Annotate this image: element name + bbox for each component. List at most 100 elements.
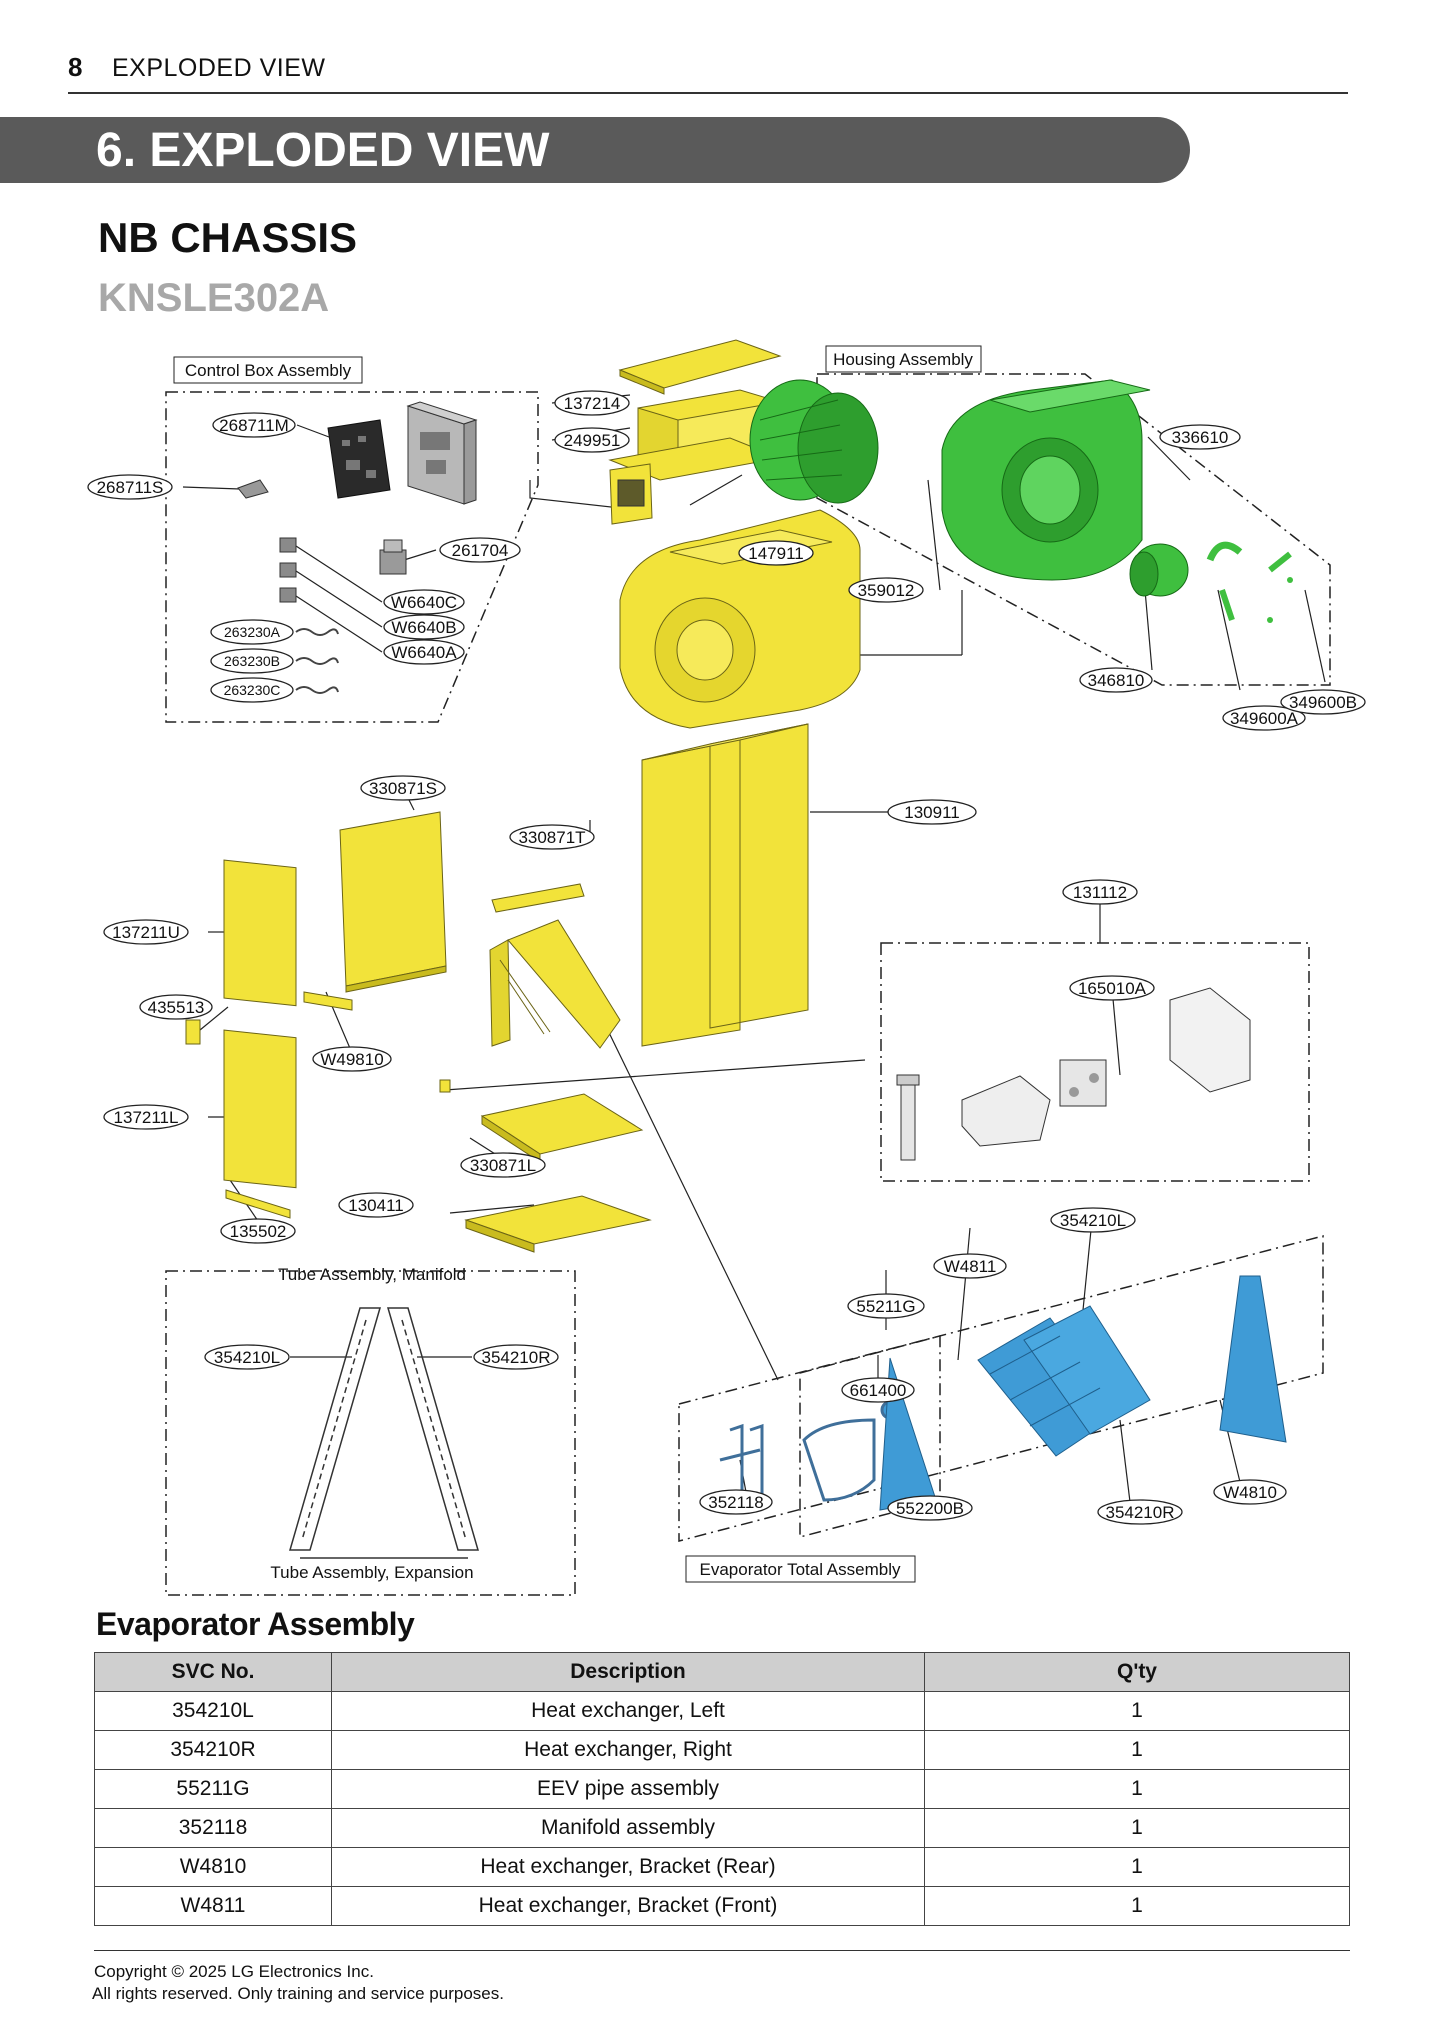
callout-261704: 261704 [439, 537, 521, 563]
callout-label: W49810 [320, 1050, 383, 1069]
bracket-435513 [185, 1019, 201, 1045]
svc-number: 352118 [94, 1808, 332, 1848]
column-header-svc: SVC No. [94, 1652, 332, 1692]
control-box-plate [406, 401, 478, 505]
bracket-rear-W4810 [1219, 1275, 1287, 1443]
copyright-text: Copyright © 2025 LG Electronics Inc. [94, 1962, 374, 1981]
housing-frame [816, 373, 1331, 686]
callout-label: 137214 [564, 394, 621, 413]
drain-pan-130411 [464, 1195, 652, 1253]
callout-552200b: 552200B [887, 1495, 973, 1521]
callout-label: W6640A [391, 643, 457, 662]
callout-label: 130411 [348, 1196, 403, 1215]
footer-rule [94, 1950, 1350, 1951]
quantity: 1 [924, 1847, 1350, 1887]
table-row: 354210L Heat exchanger, Left 1 [94, 1691, 1350, 1731]
motor-mount-349600B [1267, 551, 1293, 623]
box-147911 [608, 389, 782, 481]
callout-354210l_tube: 354210L [204, 1344, 290, 1370]
rail-W49810 [303, 991, 353, 1011]
control-box-label: Control Box Assembly [173, 356, 363, 384]
evaporator-total-frame [678, 1235, 1324, 1542]
motor-346810 [1129, 543, 1189, 597]
callout-label: 165010A [1078, 979, 1147, 998]
callout-label: W4810 [1223, 1483, 1277, 1502]
housing-label: Housing Assembly [825, 345, 982, 373]
callout-label: 268711S [97, 478, 164, 497]
callout-354210l_top: 354210L [1050, 1207, 1136, 1233]
callout-label: W4811 [944, 1257, 997, 1276]
exploded-view-diagram: Control Box Assembly Housing Assembly Tu… [87, 339, 1366, 1596]
callout-w4811: W4811 [933, 1253, 1007, 1279]
callout-label: 354210R [481, 1348, 550, 1367]
callout-label: 130911 [904, 803, 959, 822]
svg-text:Evaporator Total Assembly: Evaporator Total Assembly [700, 1560, 901, 1579]
control-box-frame [165, 391, 539, 723]
callout-label: W6640B [391, 618, 456, 637]
tube-manifold-label: Tube Assembly, Manifold [278, 1265, 466, 1284]
callout-137211l: 137211L [103, 1104, 189, 1130]
description: Heat exchanger, Bracket (Front) [331, 1886, 925, 1926]
quantity: 1 [924, 1769, 1350, 1809]
evaporator-assembly-title: Evaporator Assembly [96, 1606, 415, 1642]
table-header-row: SVC No. Description Q'ty [94, 1652, 1350, 1692]
callout-label: 263230A [224, 624, 281, 640]
transformer-261704 [379, 539, 407, 575]
manifold-352118 [719, 1423, 764, 1496]
callout-268711s: 268711S [87, 474, 173, 500]
terminals-W6640 [279, 537, 297, 603]
eev-sub-frame [799, 1335, 941, 1538]
rail-135502 [225, 1189, 291, 1219]
header-title: EXPLODED VIEW [112, 54, 326, 82]
callout-label: 55211G [856, 1297, 915, 1316]
callout-label: 147911 [748, 544, 803, 563]
description: Heat exchanger, Bracket (Rear) [331, 1847, 925, 1887]
model-number: KNSLE302A [98, 276, 330, 320]
column-header-qty: Q'ty [924, 1652, 1350, 1692]
callout-label: 330871S [369, 779, 437, 798]
callout-349600a: 349600A [1222, 705, 1306, 731]
evaporator-parts-table: SVC No. Description Q'ty 354210L Heat ex… [94, 1652, 1350, 1926]
rights-text: All rights reserved. Only training and s… [92, 1984, 504, 2003]
callout-137214: 137214 [554, 390, 630, 416]
callout-263230b: 263230B [210, 648, 294, 674]
tube-assembly-frame [165, 1270, 576, 1596]
callout-336610: 336610 [1159, 424, 1241, 450]
callout-330871s: 330871S [360, 775, 446, 801]
callout-label: 330871T [518, 828, 585, 847]
callout-130911: 130911 [887, 799, 977, 825]
callout-359012: 359012 [848, 577, 924, 603]
callout-label: 135502 [230, 1222, 287, 1241]
svg-text:Housing Assembly: Housing Assembly [833, 350, 973, 369]
chassis-title: NB CHASSIS [98, 214, 358, 261]
item-131112-frame [880, 942, 1310, 1182]
callout-354210r_tube: 354210R [473, 1344, 559, 1370]
rail-330871T [491, 883, 585, 913]
callout-label: 354210R [1105, 1503, 1174, 1522]
tube-expansion-label: Tube Assembly, Expansion [270, 1563, 473, 1582]
table-row: 55211G EEV pipe assembly 1 [94, 1769, 1350, 1809]
fan-housing-336610 [941, 379, 1151, 581]
callout-130411: 130411 [338, 1192, 414, 1218]
callout-165010a: 165010A [1069, 975, 1155, 1001]
callout-354210r: 354210R [1097, 1499, 1183, 1525]
blower-wheel-359012 [749, 379, 879, 504]
bracket-249951 [609, 463, 653, 525]
callout-label: 249951 [564, 431, 621, 450]
callout-w49810: W49810 [312, 1046, 392, 1072]
section-title: 6. EXPLODED VIEW [96, 124, 550, 177]
callout-label: 349600A [1230, 709, 1299, 728]
callout-55211g: 55211G [847, 1293, 925, 1319]
svc-number: W4811 [94, 1886, 332, 1926]
sensor-268711S [237, 479, 269, 499]
callout-135502: 135502 [220, 1218, 296, 1244]
drain-pan-330871L [480, 1093, 644, 1163]
quantity: 1 [924, 1730, 1350, 1770]
callout-w4810: W4810 [1213, 1479, 1287, 1505]
fuse-holder [896, 1074, 920, 1161]
cover-grey-2 [1169, 987, 1251, 1093]
description: Manifold assembly [331, 1808, 925, 1848]
callout-label: 137211L [114, 1108, 179, 1127]
callout-label: 346810 [1088, 671, 1145, 690]
callout-435513: 435513 [139, 994, 213, 1020]
